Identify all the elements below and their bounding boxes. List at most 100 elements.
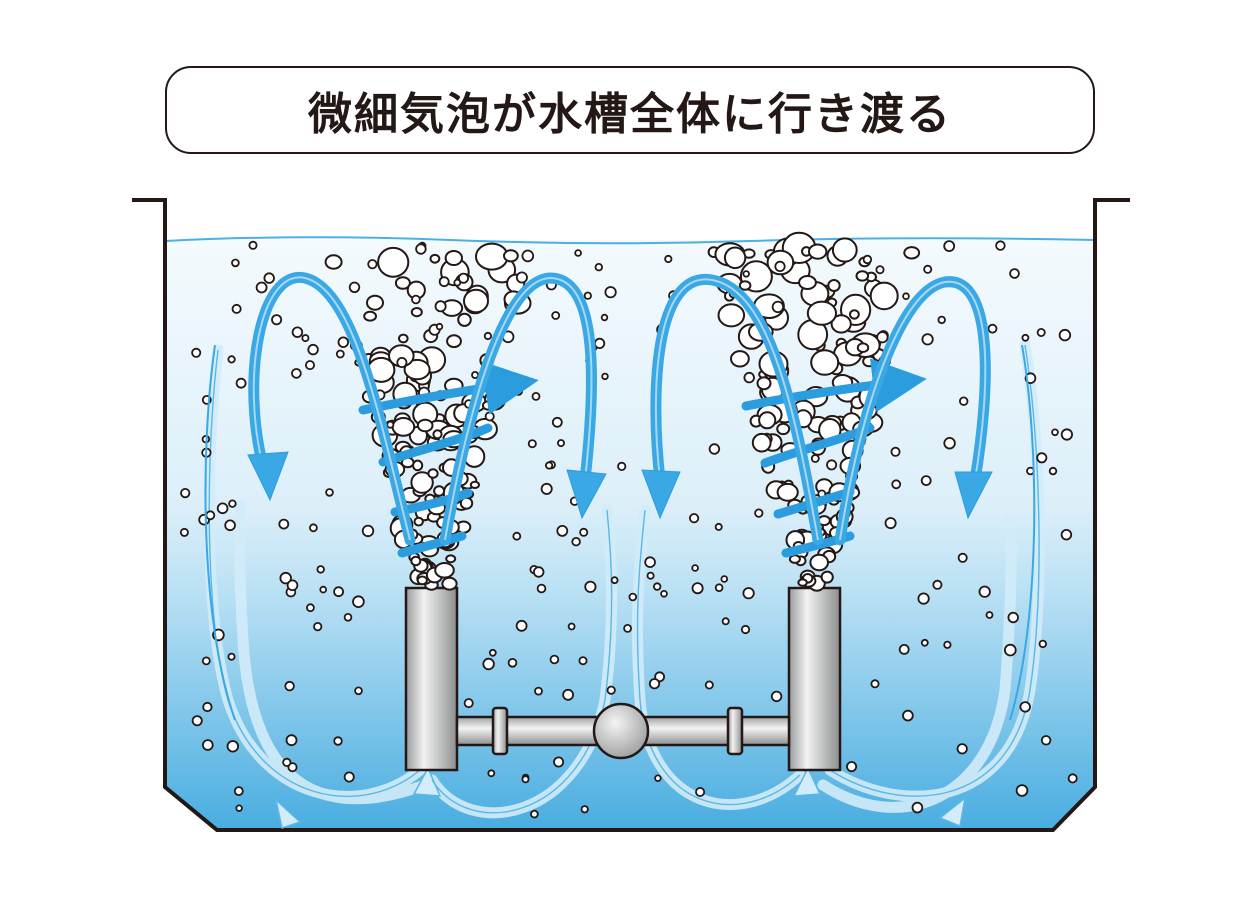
right-flange bbox=[726, 706, 744, 756]
small-bubble bbox=[1009, 268, 1020, 279]
small-bubble bbox=[1048, 466, 1058, 476]
small-bubble bbox=[1067, 773, 1078, 784]
plume-bubble bbox=[797, 578, 808, 587]
plume-bubble bbox=[377, 246, 410, 278]
plume-bubble bbox=[444, 250, 463, 266]
small-bubble bbox=[695, 787, 706, 798]
small-bubble bbox=[228, 499, 237, 508]
small-bubble bbox=[562, 688, 574, 701]
plume-bubble bbox=[808, 243, 828, 260]
plume-bubble bbox=[717, 303, 746, 328]
diagram-title: 微細気泡が水槽全体に行き渡る bbox=[308, 89, 952, 140]
plume-bubble bbox=[831, 237, 858, 263]
small-bubble bbox=[201, 656, 211, 666]
small-bubble bbox=[660, 589, 668, 598]
small-bubble bbox=[191, 715, 203, 727]
small-bubble bbox=[284, 680, 295, 692]
small-bubble bbox=[301, 334, 310, 343]
small-bubble bbox=[720, 575, 729, 583]
small-bubble bbox=[571, 537, 581, 547]
lower-flow-arrowheads bbox=[274, 766, 967, 829]
small-bubble bbox=[567, 622, 576, 631]
plume-bubble bbox=[820, 570, 834, 584]
small-bubble bbox=[515, 271, 528, 284]
small-bubble bbox=[959, 396, 969, 406]
upper-flow-arrowheads bbox=[247, 451, 993, 520]
small-bubble bbox=[507, 657, 518, 668]
small-bubble bbox=[770, 690, 783, 703]
small-bubble bbox=[352, 595, 365, 608]
plume-bubble bbox=[432, 429, 443, 440]
small-bubble bbox=[333, 736, 343, 746]
small-bubble bbox=[488, 648, 497, 657]
small-bubble bbox=[307, 343, 319, 356]
plume-bubble bbox=[481, 400, 494, 411]
small-bubble bbox=[348, 281, 361, 294]
small-bubble bbox=[846, 761, 858, 773]
small-bubble bbox=[224, 519, 236, 532]
small-bubble bbox=[1051, 428, 1059, 437]
small-bubble bbox=[285, 734, 298, 747]
small-bubble bbox=[343, 771, 355, 783]
small-bubble bbox=[255, 281, 268, 294]
small-bubble bbox=[1036, 327, 1046, 337]
plume-bubble bbox=[391, 417, 416, 437]
small-bubble bbox=[754, 508, 764, 518]
small-bubble bbox=[876, 331, 889, 344]
small-bubble bbox=[1060, 428, 1074, 441]
small-bubble bbox=[231, 303, 242, 314]
plume-bubble bbox=[756, 376, 772, 391]
small-bubble bbox=[411, 294, 421, 305]
small-bubble bbox=[325, 488, 334, 497]
plume-bubble bbox=[363, 310, 378, 322]
small-bubble bbox=[1060, 529, 1073, 541]
plume-bubble bbox=[806, 300, 838, 326]
small-bubble bbox=[584, 580, 597, 593]
small-bubble bbox=[337, 336, 350, 348]
small-bubble bbox=[279, 571, 292, 585]
small-bubble bbox=[943, 640, 952, 649]
small-bubble bbox=[435, 322, 444, 331]
small-bubble bbox=[1003, 643, 1017, 657]
small-bubble bbox=[544, 461, 554, 470]
small-bubble bbox=[664, 254, 673, 264]
plume-bubble bbox=[429, 253, 441, 264]
small-bubble bbox=[932, 579, 943, 590]
small-bubble bbox=[978, 585, 991, 598]
small-bubble bbox=[367, 259, 378, 270]
small-bubble bbox=[216, 502, 229, 515]
small-bubble bbox=[1040, 735, 1052, 746]
small-bubble bbox=[202, 739, 214, 751]
small-bubble bbox=[1036, 452, 1048, 464]
plume-bubble bbox=[410, 471, 434, 494]
small-bubble bbox=[343, 612, 353, 622]
small-bubble bbox=[1058, 328, 1072, 342]
plume-bubble bbox=[730, 350, 750, 368]
small-bubble bbox=[557, 439, 566, 448]
small-bubble bbox=[648, 678, 661, 690]
small-bubble bbox=[521, 249, 535, 263]
small-bubble bbox=[551, 416, 563, 428]
small-bubble bbox=[513, 386, 524, 396]
small-bubble bbox=[313, 621, 323, 632]
small-bubble bbox=[415, 243, 427, 255]
small-bubble bbox=[263, 272, 275, 284]
plume-bubble bbox=[855, 270, 870, 282]
small-bubble bbox=[606, 685, 616, 695]
small-bubble bbox=[708, 443, 721, 455]
small-bubble bbox=[1021, 333, 1030, 342]
small-bubble bbox=[742, 587, 755, 600]
small-bubble bbox=[920, 475, 932, 487]
small-bubble bbox=[646, 571, 655, 580]
small-bubble bbox=[810, 454, 820, 463]
small-bubble bbox=[235, 804, 243, 812]
small-bubble bbox=[771, 300, 785, 314]
small-bubble bbox=[742, 270, 750, 278]
small-bubble bbox=[714, 522, 723, 531]
small-bubble bbox=[202, 701, 213, 713]
small-bubble bbox=[482, 657, 495, 671]
small-bubble bbox=[386, 420, 395, 429]
plume-bubble bbox=[723, 246, 747, 270]
small-bubble bbox=[862, 254, 873, 265]
small-bubble bbox=[1007, 611, 1019, 624]
